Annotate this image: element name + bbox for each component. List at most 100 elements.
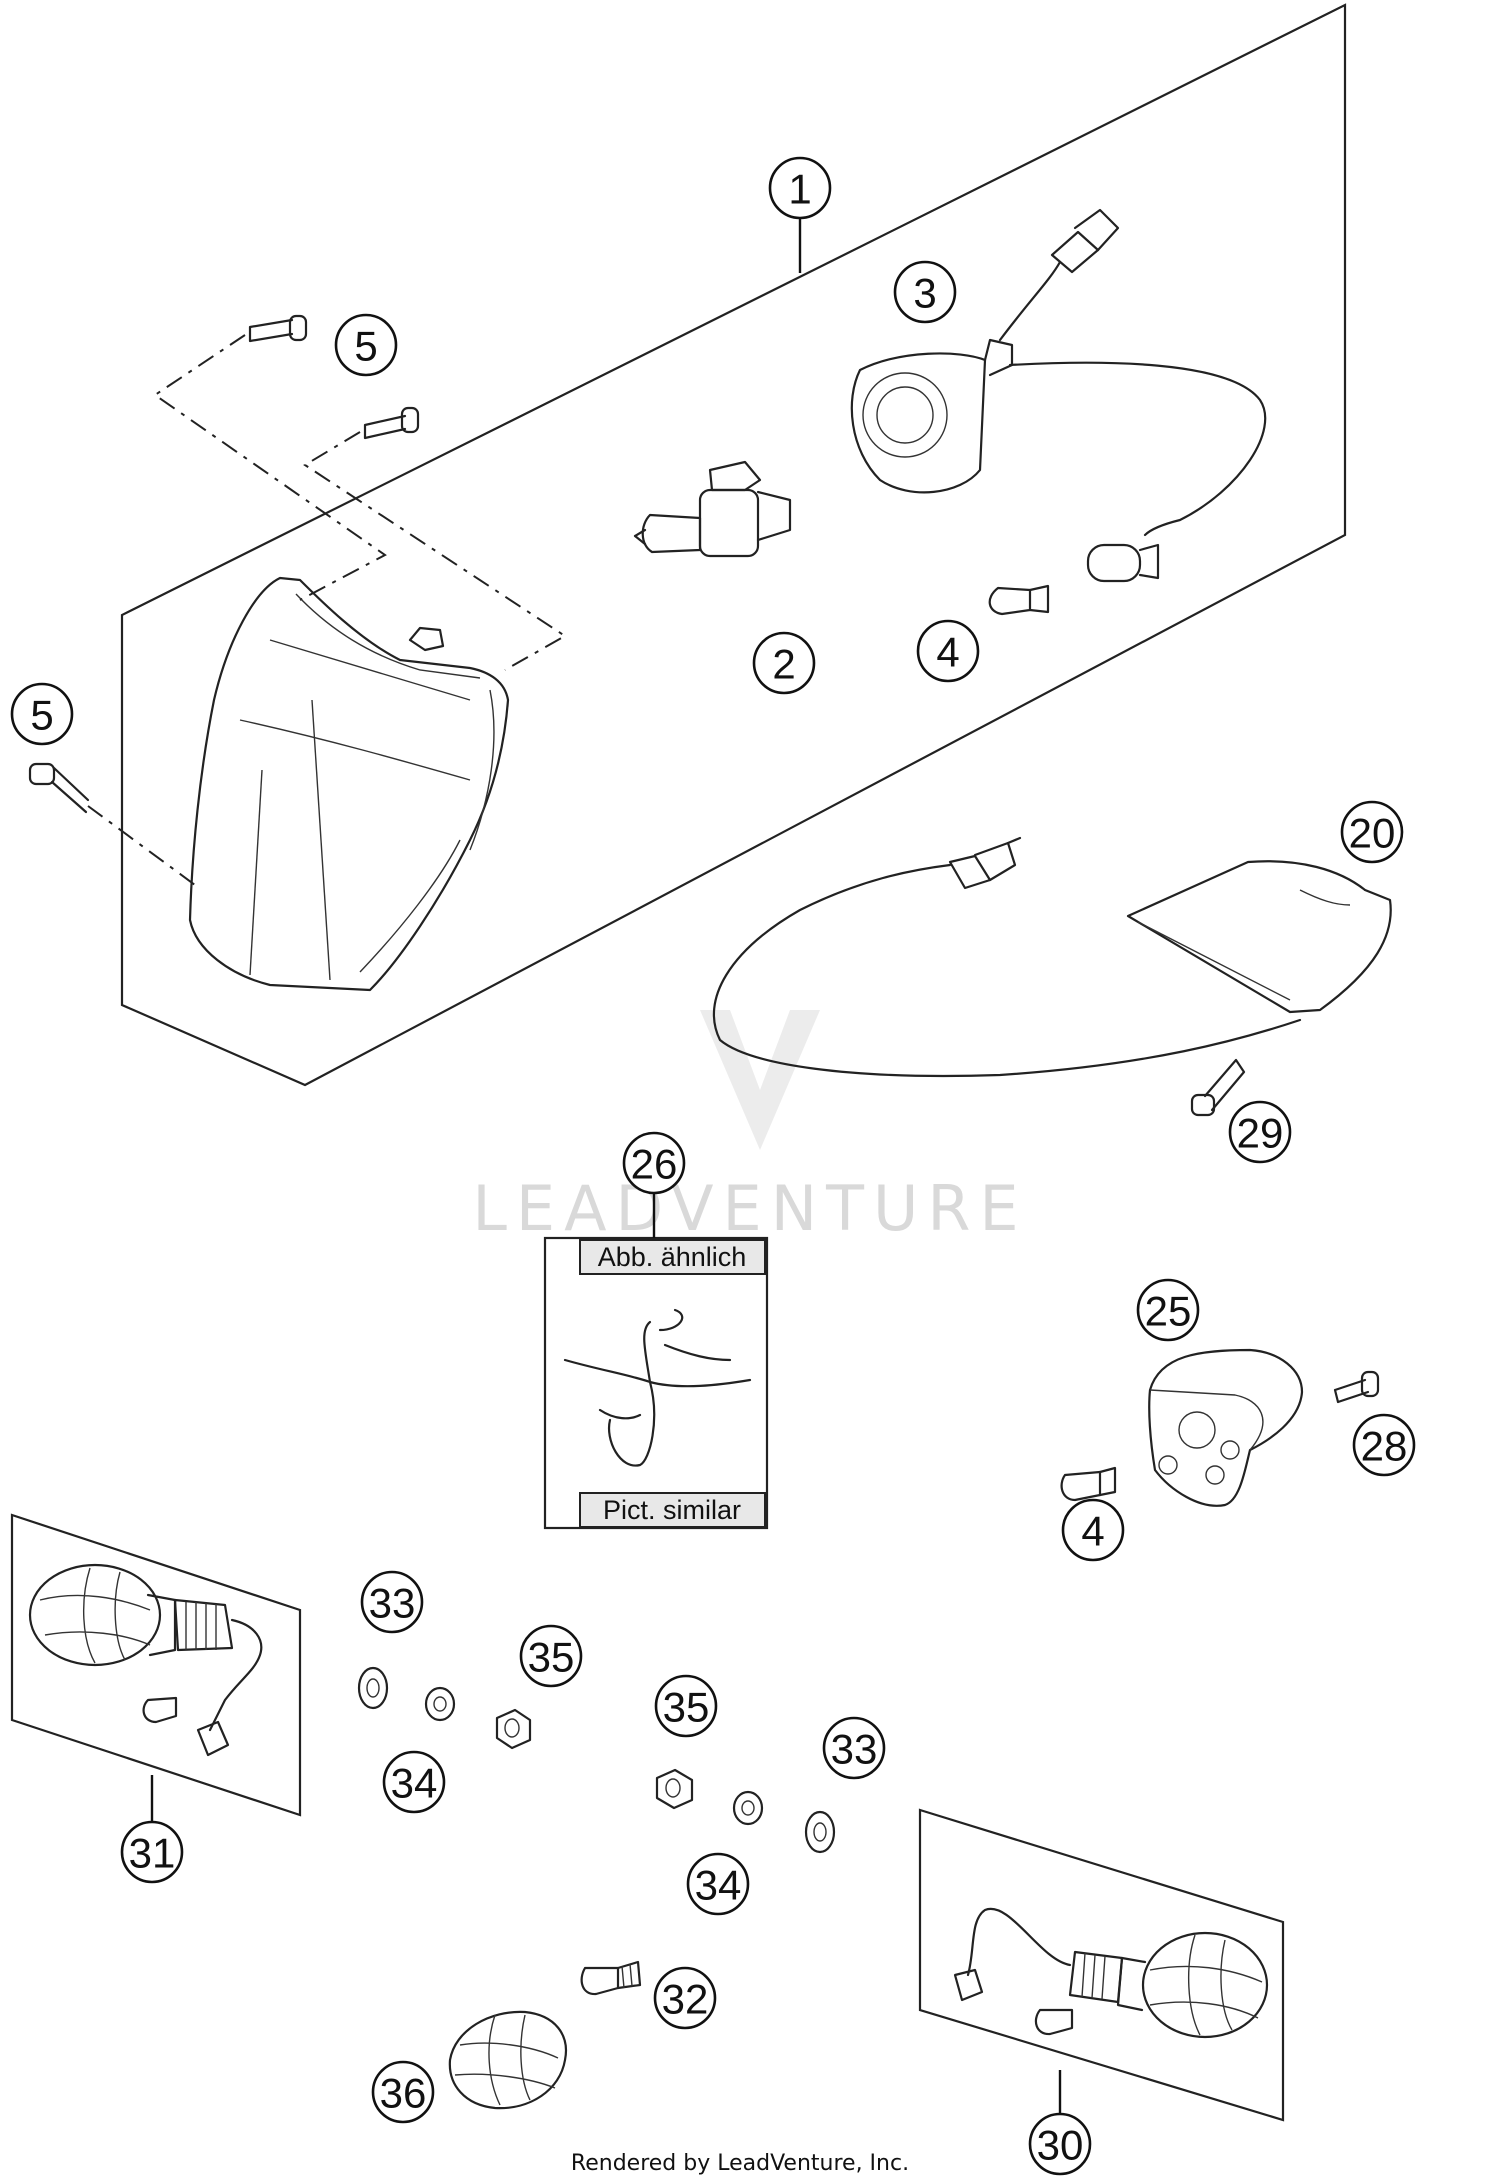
headlight-frame [120,3,1347,1087]
headlight-assembly-group [28,3,1347,1087]
callout-circle [382,1750,446,1814]
callout-circle [893,260,957,324]
bulb-socket-with-cable [850,208,1267,537]
watermark: LEADVENTURE [472,1010,1027,1245]
callout-circle [1028,2112,1092,2176]
watermark-text: LEADVENTURE [472,1172,1027,1245]
callout-circle [822,1716,886,1780]
dash-line-c [87,805,196,886]
lock-washer-34-right [732,1790,764,1826]
callout-number: 33 [369,1580,416,1627]
turn-signal-right [918,1808,1285,2122]
nut-35-left [495,1708,532,1750]
callout-26: 26 [622,1131,686,1195]
callout-31: 31 [120,1820,184,1884]
callout-number: 26 [631,1141,678,1188]
screw-29 [1190,1058,1246,1117]
callout-number: 5 [30,692,53,739]
turn-signal-left-frame [10,1513,302,1817]
callout-circle [1352,1413,1416,1477]
callout-number: 32 [662,1976,709,2023]
callout-circle [622,1131,686,1195]
callout-number: 1 [788,166,811,213]
number-plate-lamp [712,836,1392,1078]
callout-circle [752,631,816,695]
callout-28: 28 [1352,1413,1416,1477]
callout-circle [10,682,74,746]
callout-number: 4 [1081,1508,1104,1555]
tag-bottom: Pict. similar [579,1492,766,1528]
screw-upper-1 [248,314,308,343]
tag-bottom-text: Pict. similar [603,1495,741,1525]
callout-number: 35 [663,1684,710,1731]
callout-29: 29 [1228,1100,1292,1164]
callout-4: 4 [916,619,980,683]
callout-number: 35 [528,1634,575,1681]
callout-number: 36 [380,2070,427,2117]
screw-28 [1333,1370,1380,1404]
callout-circle [1136,1278,1200,1342]
callout-35: 35 [519,1624,583,1688]
callout-35: 35 [654,1674,718,1738]
tail-bulb [1060,1466,1117,1502]
turn-signal-right-frame [918,1808,1285,2122]
washer-33-right [804,1810,836,1854]
turn-signal-left [10,1513,302,1817]
screw-upper-2 [363,406,420,440]
callout-5: 5 [334,313,398,377]
callout-number: 34 [391,1760,438,1807]
callout-circle [653,1966,717,2030]
callout-30: 30 [1028,2112,1092,2176]
callout-circle [1061,1498,1125,1562]
callout-circle [768,156,832,220]
lock-washer-34-left [424,1686,456,1722]
callout-5: 5 [10,682,74,746]
callout-circle [654,1674,718,1738]
watermark-logo [700,1010,820,1150]
tag-top-text: Abb. ähnlich [598,1242,747,1272]
callout-circle [371,2060,435,2124]
headlight-bulb [633,460,792,558]
callout-circle [334,313,398,377]
tail-light [1148,1348,1304,1507]
callout-number: 31 [129,1830,176,1877]
callout-number: 29 [1237,1110,1284,1157]
callout-25: 25 [1136,1278,1200,1342]
parking-bulb [988,543,1160,616]
callout-number: 33 [831,1726,878,1773]
callout-number: 25 [1145,1288,1192,1335]
washer-33-left [357,1666,389,1710]
callout-number: 34 [695,1862,742,1909]
callout-number: 28 [1361,1423,1408,1470]
callout-number: 2 [772,641,795,688]
bulb-32 [580,1960,642,1996]
callout-4: 4 [1061,1498,1125,1562]
screw-left [28,762,90,814]
callout-circle [120,1820,184,1884]
tag-top: Abb. ähnlich [579,1239,766,1275]
wiring-harness: Abb. ähnlich Pict. similar [543,1236,769,1530]
callout-circle [519,1624,583,1688]
headlight-housing [188,576,510,992]
callout-circle [1228,1100,1292,1164]
callout-34: 34 [686,1852,750,1916]
callout-number: 20 [1349,810,1396,857]
dash-line-b [303,431,567,671]
callout-33: 33 [360,1570,424,1634]
dash-line-a [153,334,387,601]
callout-34: 34 [382,1750,446,1814]
lens-36 [448,2010,568,2110]
callout-number: 3 [913,270,936,317]
callout-33: 33 [822,1716,886,1780]
callout-circle [686,1852,750,1916]
nut-35-right [655,1768,694,1810]
callout-number: 4 [936,629,959,676]
callout-3: 3 [893,260,957,324]
callout-circle [916,619,980,683]
footer-text: Rendered by LeadVenture, Inc. [571,2151,909,2176]
callout-number: 5 [354,323,377,370]
callout-circle [360,1570,424,1634]
callout-32: 32 [653,1966,717,2030]
